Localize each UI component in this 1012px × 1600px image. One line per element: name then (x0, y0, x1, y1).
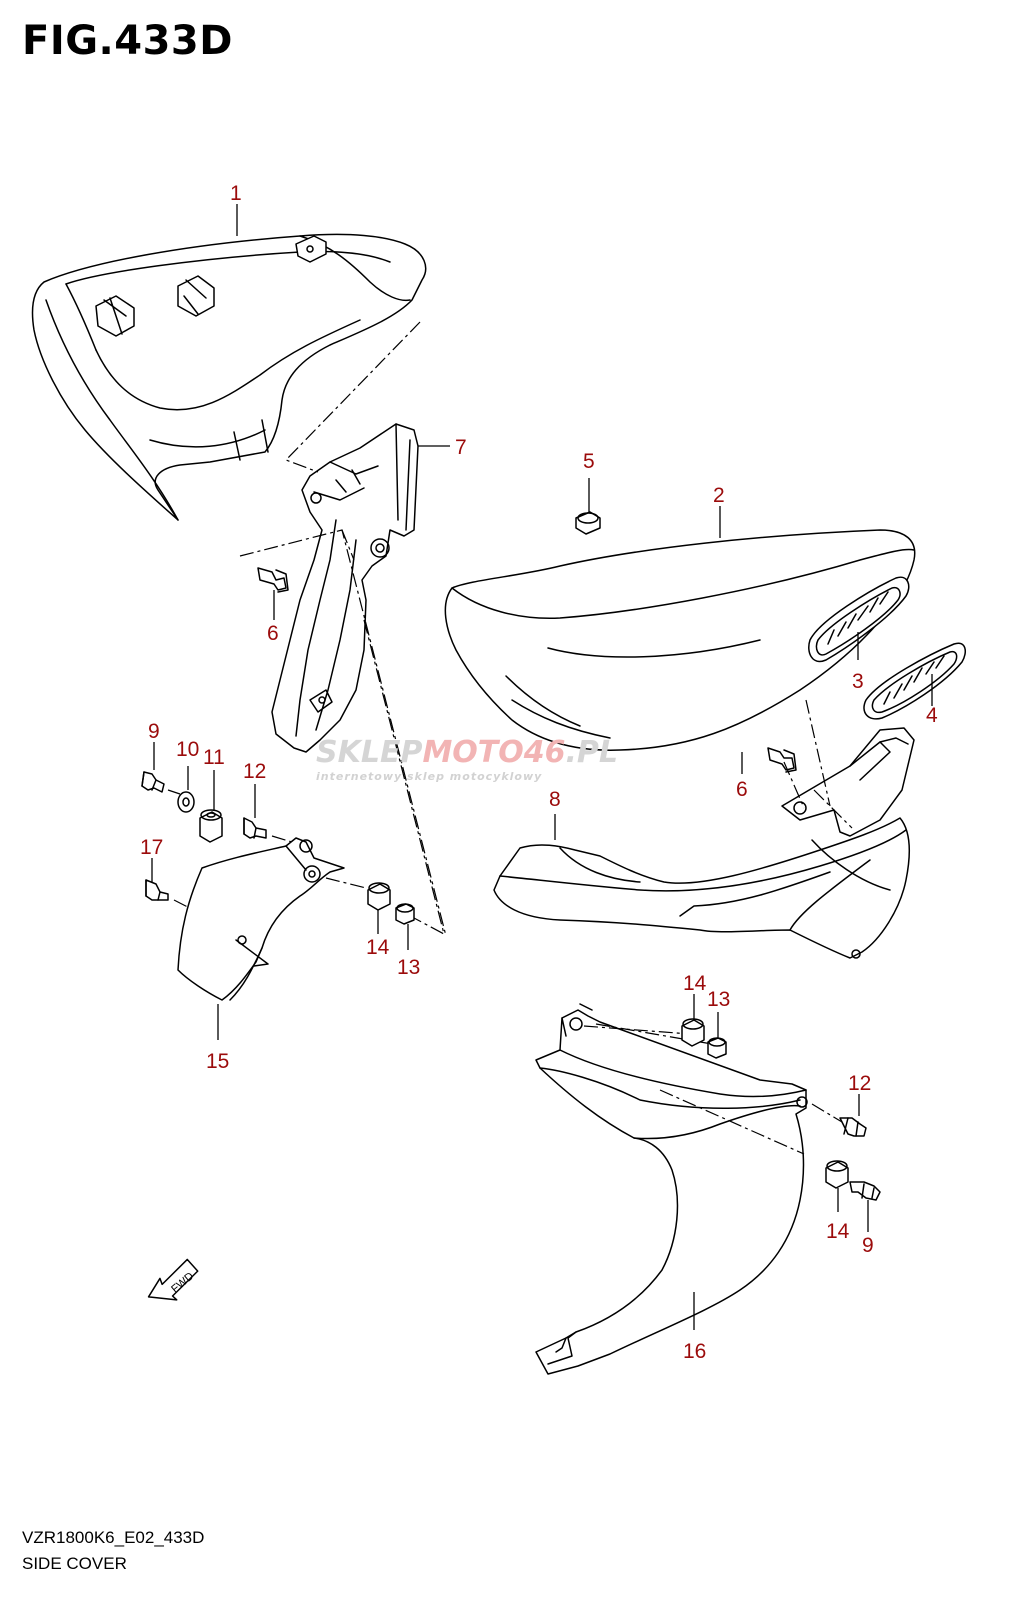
diagram-code: VZR1800K6_E02_433D (22, 1528, 205, 1547)
part-16-heel-plate[interactable] (535, 1003, 808, 1375)
callout-15[interactable]: 15 (206, 1050, 229, 1073)
assembly-line (363, 619, 445, 936)
part-6-screw-left[interactable] (257, 567, 289, 593)
part-7-bracket[interactable] (271, 423, 419, 753)
callout-17[interactable]: 17 (140, 836, 163, 859)
part-5-grommet[interactable] (575, 511, 601, 535)
part-14-grommet-left[interactable] (367, 882, 391, 911)
assembly-line (583, 1025, 691, 1035)
svg-text:SKLEPMOTO46.PL: SKLEPMOTO46.PL (316, 735, 618, 770)
assembly-line (325, 877, 367, 889)
part-4-emblem[interactable] (863, 642, 967, 720)
part-13-collar-right[interactable] (707, 1037, 727, 1059)
part-10-washer[interactable] (177, 791, 195, 813)
callout-1[interactable]: 1 (230, 182, 242, 205)
part-15-guard[interactable] (177, 837, 345, 1001)
callout-16[interactable]: 16 (683, 1340, 706, 1363)
part-11-bushing[interactable] (199, 809, 223, 843)
fwd-arrow-icon: FWD (147, 1258, 199, 1301)
callout-4[interactable]: 4 (926, 704, 938, 727)
watermark-brand-d: .PL (566, 735, 619, 770)
callout-14-left[interactable]: 14 (366, 936, 390, 959)
assembly-line (271, 835, 293, 843)
part-3-emblem[interactable] (808, 576, 910, 663)
callouts: 1 2 3 4 5 6 6 7 8 9 10 11 12 17 14 13 15… (140, 182, 938, 1363)
callout-7[interactable]: 7 (455, 436, 467, 459)
callout-12-right[interactable]: 12 (848, 1072, 871, 1095)
watermark-brand-c: 46 (523, 735, 566, 770)
part-9-bolt-left[interactable] (141, 771, 165, 793)
watermark-tagline: internetowy sklep motocyklowy (316, 770, 542, 783)
assembly-line (813, 789, 853, 829)
part-14-grommet-right-bottom[interactable] (825, 1160, 849, 1189)
assembly-line (173, 899, 245, 937)
part-17-screw[interactable] (145, 879, 169, 901)
part-12-bolt-left[interactable] (243, 817, 267, 839)
callout-10[interactable]: 10 (176, 738, 199, 761)
figure-title: FIG.433D (22, 18, 233, 64)
callout-11[interactable]: 11 (203, 746, 225, 769)
leader-lines (151, 204, 933, 1330)
part-1-seat-tail-cover[interactable] (31, 233, 427, 521)
callout-2[interactable]: 2 (713, 484, 725, 507)
part-8-lower-cover[interactable] (493, 727, 915, 959)
assembly-line (811, 1103, 843, 1123)
watermark-brand-a: SKLEP (316, 735, 422, 770)
callout-12-left[interactable]: 12 (243, 760, 266, 783)
callout-6-left[interactable]: 6 (267, 622, 279, 645)
assembly-line (341, 529, 355, 561)
watermark: SKLEPMOTO46.PL internetowy sklep motocyk… (316, 735, 618, 783)
part-13-collar-left[interactable] (395, 903, 415, 925)
part-14-grommet-right-top[interactable] (681, 1018, 705, 1047)
callout-6-right[interactable]: 6 (736, 778, 748, 801)
assembly-line (805, 699, 831, 807)
callout-9-right[interactable]: 9 (862, 1234, 874, 1257)
assembly-line (167, 789, 181, 795)
assembly-line (659, 1089, 805, 1155)
part-2-frame-cover[interactable] (444, 529, 916, 751)
callout-14-right-top[interactable]: 14 (683, 972, 707, 995)
callout-9-left[interactable]: 9 (148, 720, 160, 743)
assembly-line (595, 1023, 713, 1045)
part-12-bolt-right[interactable] (839, 1117, 867, 1137)
callout-13-right[interactable]: 13 (707, 988, 730, 1011)
assembly-line (783, 761, 805, 809)
part-9-bolt-right[interactable] (849, 1181, 881, 1201)
watermark-brand-b: MOTO (422, 735, 523, 770)
callout-14-right-bottom[interactable]: 14 (826, 1220, 850, 1243)
callout-13-left[interactable]: 13 (397, 956, 420, 979)
part-6-screw-right[interactable] (767, 747, 797, 773)
callout-8[interactable]: 8 (549, 788, 561, 811)
callout-5[interactable]: 5 (583, 450, 595, 473)
callout-3[interactable]: 3 (852, 670, 864, 693)
section-name: SIDE COVER (22, 1554, 127, 1573)
